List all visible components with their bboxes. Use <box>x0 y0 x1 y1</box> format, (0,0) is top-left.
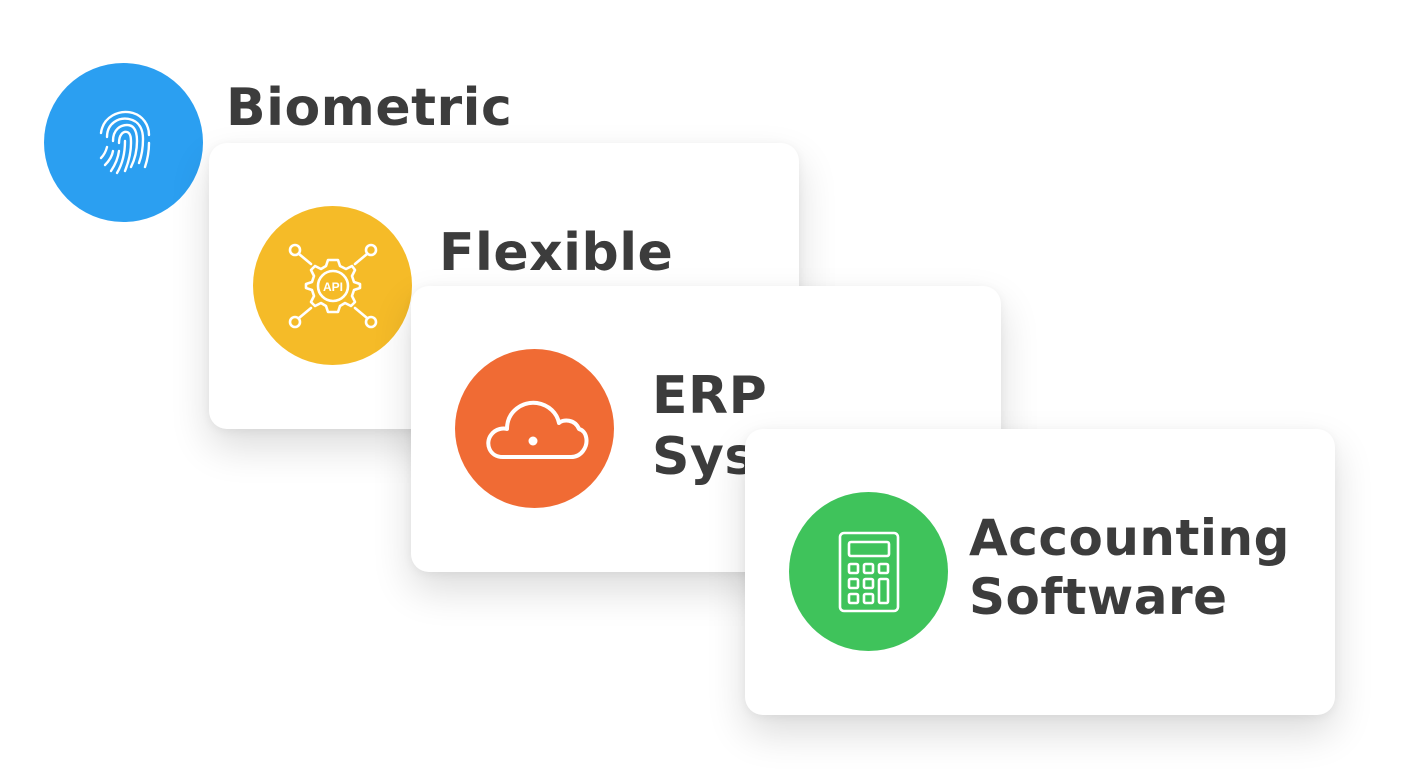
erp-label: ERP Sys <box>652 366 768 488</box>
api-badge: API <box>253 206 412 365</box>
svg-text:API: API <box>322 280 342 294</box>
accounting-card: Accounting Software <box>745 429 1335 715</box>
api-gear-icon: API <box>288 243 377 328</box>
api-label: Flexible <box>439 223 674 283</box>
cloud-icon <box>485 400 588 459</box>
biometric-badge <box>44 63 203 222</box>
fingerprint-icon <box>99 110 150 174</box>
biometric-label: Biometric <box>226 78 513 138</box>
calculator-icon <box>838 531 899 612</box>
erp-badge <box>455 349 614 508</box>
accounting-label: Accounting Software <box>969 509 1290 626</box>
accounting-badge <box>789 492 948 651</box>
